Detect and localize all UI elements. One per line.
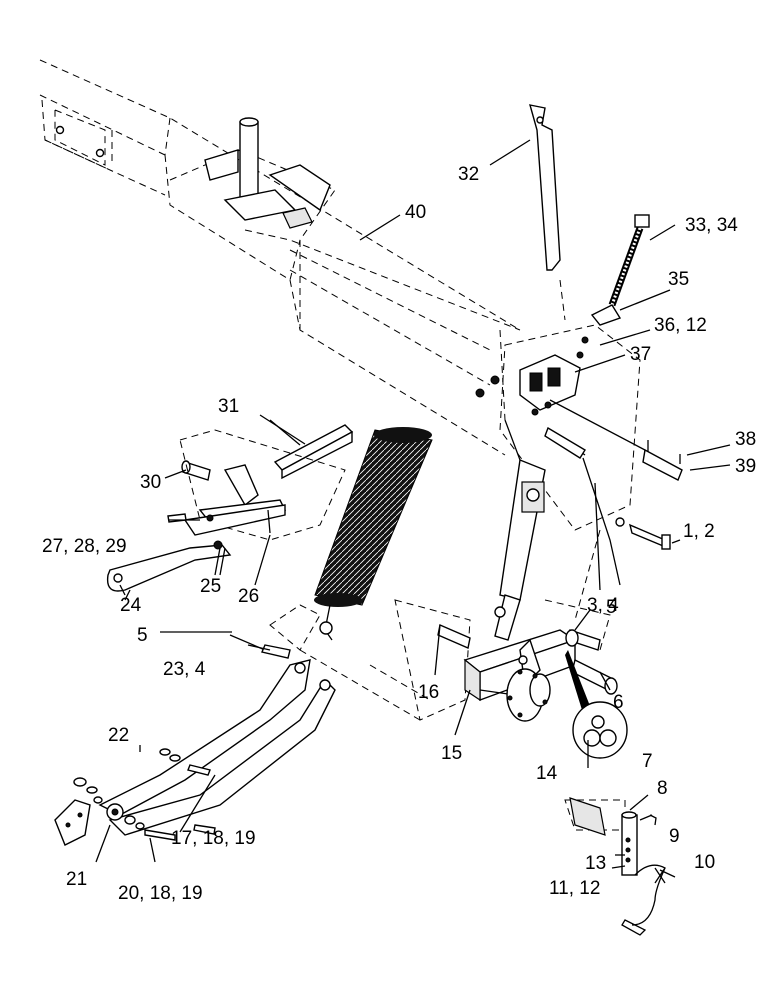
label-20-18-19: 20, 18, 19 bbox=[118, 883, 203, 904]
label-22: 22 bbox=[108, 725, 129, 746]
lower-arm bbox=[54, 604, 431, 846]
label-31: 31 bbox=[218, 396, 239, 417]
part-33-34-threaded-rod bbox=[608, 214, 676, 307]
label-36-12: 36, 12 bbox=[654, 315, 707, 336]
label-25: 25 bbox=[200, 576, 221, 597]
label-17-18-19: 17, 18, 19 bbox=[171, 828, 256, 849]
label-30: 30 bbox=[140, 472, 161, 493]
label-3-4: 3, 4 bbox=[587, 595, 619, 616]
coil-spring bbox=[314, 427, 433, 641]
mount-bracket-plate bbox=[499, 324, 641, 621]
part-1-2-bolt bbox=[615, 517, 681, 550]
leader-lines bbox=[95, 214, 611, 863]
callout-labels: 32 40 33, 34 35 36, 12 37 31 38 39 30 1,… bbox=[42, 164, 756, 904]
label-7: 7 bbox=[642, 751, 653, 772]
label-40: 40 bbox=[405, 202, 426, 223]
label-10: 10 bbox=[694, 852, 715, 873]
label-23-4: 23, 4 bbox=[163, 659, 206, 680]
part-38-39-pin bbox=[549, 399, 731, 481]
frame-beam bbox=[39, 59, 521, 456]
part-7-13-hardware bbox=[564, 794, 676, 936]
label-33-34: 33, 34 bbox=[685, 215, 738, 236]
label-1-2: 1, 2 bbox=[683, 521, 715, 542]
label-13: 13 bbox=[585, 853, 606, 874]
label-37: 37 bbox=[630, 344, 651, 365]
label-9: 9 bbox=[669, 826, 680, 847]
label-8: 8 bbox=[657, 778, 668, 799]
left-arm-bracket bbox=[106, 429, 346, 596]
shock-absorber bbox=[494, 419, 546, 641]
label-15: 15 bbox=[441, 743, 462, 764]
label-11-12: 11, 12 bbox=[549, 878, 600, 899]
label-21: 21 bbox=[66, 869, 87, 890]
label-16: 16 bbox=[418, 682, 439, 703]
label-5-left: 5 bbox=[137, 625, 148, 646]
label-24: 24 bbox=[120, 595, 142, 616]
label-14: 14 bbox=[536, 763, 558, 784]
part-35-37-clamp bbox=[475, 289, 671, 416]
label-35: 35 bbox=[668, 269, 689, 290]
label-26: 26 bbox=[238, 586, 259, 607]
part-30-bushing bbox=[181, 460, 211, 481]
label-32: 32 bbox=[458, 164, 479, 185]
part-32-lever bbox=[489, 104, 566, 321]
label-38: 38 bbox=[735, 429, 756, 450]
label-39: 39 bbox=[735, 456, 756, 477]
label-6: 6 bbox=[613, 692, 624, 713]
axle-assembly bbox=[394, 599, 628, 759]
part-3-4-bolt bbox=[544, 426, 621, 586]
label-5: 5 bbox=[606, 597, 617, 618]
label-27-28-29: 27, 28, 29 bbox=[42, 536, 127, 557]
